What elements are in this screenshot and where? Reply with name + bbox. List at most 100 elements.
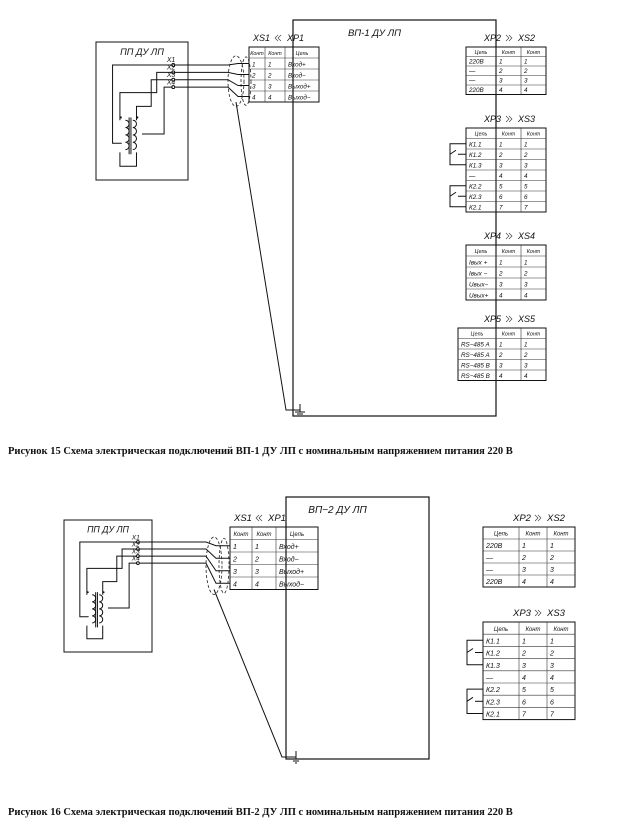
winding-dot — [136, 116, 139, 119]
table-header: Конт — [256, 532, 271, 538]
table-cell: 4 — [499, 373, 503, 380]
table-cell: — — [468, 173, 476, 180]
connector-chevron — [505, 115, 513, 123]
sensor-label: ПП ДУ ЛП — [120, 47, 164, 57]
table-header: Конт — [527, 50, 541, 56]
transformer-coil — [92, 594, 97, 624]
table-cell: 3 — [524, 362, 528, 369]
table-cell: 4 — [268, 94, 272, 101]
table-cell: 3 — [524, 281, 528, 288]
table-cell: 3 — [522, 663, 526, 670]
sensor-wire-loop — [119, 152, 137, 167]
table-cell: 3 — [255, 569, 259, 576]
pin-label: X4 — [131, 555, 140, 562]
table-cell: Uвых+ — [469, 292, 489, 299]
table-cell: 1 — [268, 61, 272, 68]
cable-shield — [205, 536, 223, 595]
table-cell: 3 — [499, 162, 503, 169]
table-cell: 4 — [499, 292, 503, 299]
table-cell: К2.1 — [486, 712, 500, 719]
transformer-coil — [125, 119, 130, 151]
table-cell: 6 — [524, 194, 528, 201]
pin-label: X3 — [166, 72, 176, 79]
table-header: Конт — [268, 51, 282, 57]
table-cell: 4 — [252, 94, 256, 101]
table-cell: 2 — [498, 270, 503, 277]
table-header: Конт — [502, 50, 516, 56]
winding-dot — [119, 116, 122, 119]
table-cell: Uвых− — [469, 281, 489, 288]
connector-table-xs1-frame — [229, 526, 319, 590]
table-cell: 5 — [524, 183, 528, 190]
table-cell: 1 — [499, 341, 503, 348]
table-cell: 6 — [550, 699, 554, 706]
table-header: Цепь — [494, 532, 508, 538]
connector-chevron — [534, 514, 542, 522]
sensor-wire-x2 — [86, 548, 138, 595]
connector-name-xp4: XP4 — [483, 231, 501, 241]
connector-table-xs1-frame — [248, 46, 320, 103]
device-label: ВП−2 ДУ ЛП — [308, 505, 367, 516]
transformer-coil — [99, 594, 104, 624]
table-cell: 3 — [499, 362, 503, 369]
table-cell: 4 — [524, 87, 528, 94]
sensor-wire-x2 — [119, 71, 173, 121]
sensor-wire-x3 — [135, 79, 173, 121]
table-cell: 5 — [522, 687, 526, 694]
table-cell: Выход− — [288, 93, 311, 101]
table-cell: 220В — [485, 579, 503, 586]
table-header: Конт — [525, 532, 540, 538]
table-header: Цепь — [296, 51, 309, 57]
pin-label: X1 — [131, 534, 140, 541]
connector-table-xp5-frame — [457, 327, 547, 381]
connector-chevron — [255, 514, 263, 522]
table-header: Конт — [502, 332, 516, 338]
connector-chevron — [505, 34, 513, 42]
table-header: Цепь — [471, 332, 484, 338]
cable-wire — [139, 555, 230, 572]
sensor-frame — [63, 519, 153, 653]
table-cell: 2 — [523, 352, 528, 359]
table-cell: RS−485 B — [461, 362, 490, 369]
table-cell: 4 — [522, 579, 526, 586]
table-cell: Вход+ — [279, 543, 299, 551]
table-header: Конт — [233, 532, 248, 538]
table-cell: 2 — [549, 555, 554, 562]
sensor-wire-x1 — [79, 541, 138, 618]
sensor-frame — [95, 41, 189, 181]
device-frame — [292, 19, 497, 417]
table-cell: 1 — [524, 259, 528, 266]
transformer-coil — [132, 119, 137, 151]
table-cell: 1 — [499, 259, 503, 266]
cable-wire — [139, 548, 230, 559]
shield-drain-wire — [235, 101, 300, 411]
table-cell: 2 — [521, 555, 526, 562]
table-header: Конт — [502, 132, 516, 138]
table-cell: 3 — [233, 569, 237, 576]
sensor-wire-x3 — [102, 555, 138, 595]
table-cell: К1.1 — [486, 638, 500, 645]
table-cell: 2 — [232, 556, 237, 563]
cable-wire — [175, 71, 249, 75]
connector-name-xs5: XS5 — [517, 314, 536, 324]
table-cell: RS−485 A — [461, 352, 490, 359]
table-cell: 4 — [550, 675, 554, 682]
table-cell: 4 — [522, 675, 526, 682]
connector-name-xp1: XP1 — [267, 513, 286, 524]
table-header: Цепь — [494, 627, 508, 633]
table-cell: К1.3 — [469, 162, 482, 169]
figure-15-caption: Рисунок 15 Схема электрическая подключен… — [8, 446, 513, 457]
table-cell: 2 — [523, 270, 528, 277]
table-cell: 3 — [550, 663, 554, 670]
table-cell: 1 — [524, 59, 528, 66]
connector-name-xp2: XP2 — [483, 33, 501, 43]
table-cell: 220В — [485, 543, 503, 550]
table-cell: 4 — [524, 173, 528, 180]
table-header: Конт — [527, 249, 541, 255]
connector-table-xp2-frame — [482, 526, 576, 588]
table-cell: 3 — [550, 567, 554, 574]
table-cell: Iвых − — [469, 270, 488, 277]
